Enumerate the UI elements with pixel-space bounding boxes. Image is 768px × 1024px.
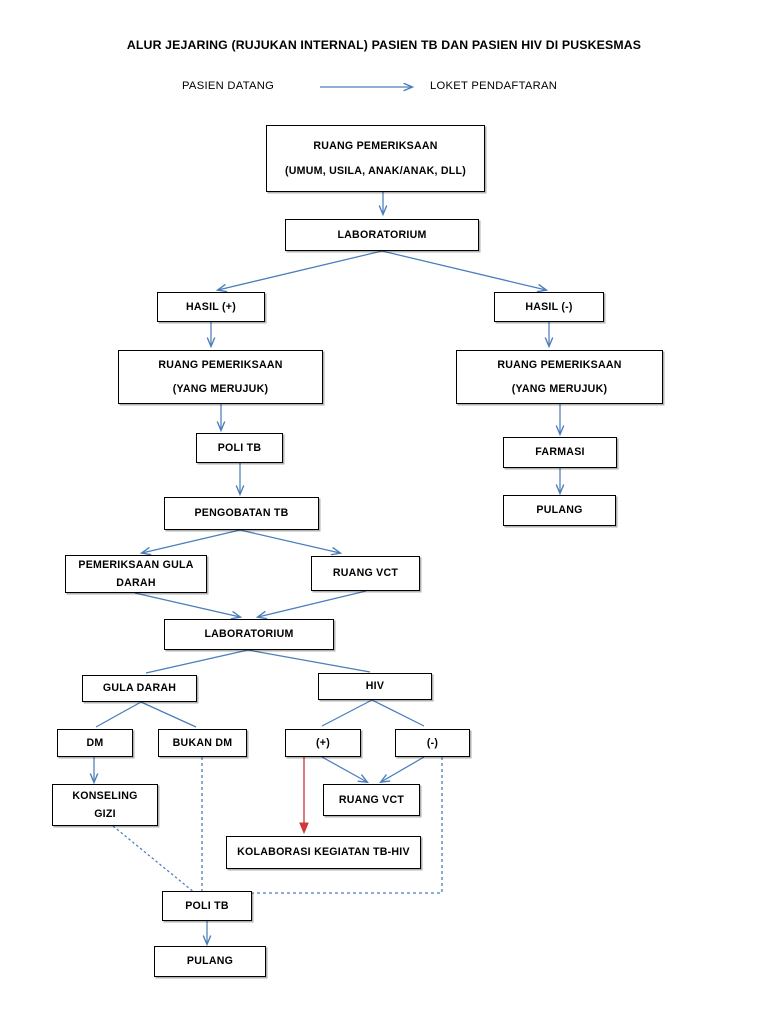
node-line1: PULANG	[186, 955, 234, 968]
node-line1: POLI TB	[217, 441, 262, 454]
node-laboratorium-1[interactable]: LABORATORIUM	[285, 219, 479, 251]
node-line1: (-)	[426, 736, 439, 749]
label-pasien-datang: PASIEN DATANG	[182, 80, 275, 92]
node-line1: LABORATORIUM	[337, 228, 427, 241]
node-ruang-vct-bawah[interactable]: RUANG VCT	[323, 784, 420, 816]
edge-pengobatantb-to-ruangvct	[239, 529, 340, 553]
node-line1: RUANG PEMERIKSAAN	[313, 140, 438, 153]
node-farmasi[interactable]: FARMASI	[503, 437, 617, 468]
node-konseling-gizi[interactable]: KONSELING GIZI	[52, 784, 158, 826]
node-line1: LABORATORIUM	[204, 628, 294, 641]
node-line2: (UMUM, USILA, ANAK/ANAK, DLL)	[284, 164, 467, 177]
node-pulang-bawah[interactable]: PULANG	[154, 946, 266, 977]
node-line1: RUANG PEMERIKSAAN	[158, 358, 283, 371]
node-line1: PEMERIKSAAN GULA	[78, 559, 194, 572]
edge-lab1-to-hasil-positif	[218, 250, 383, 290]
edge-guladarah-to-bukandm	[140, 701, 197, 728]
node-line1: RUANG PEMERIKSAAN	[497, 358, 622, 371]
node-pulang-kanan[interactable]: PULANG	[503, 495, 616, 526]
edge-lab2-to-hiv	[247, 649, 371, 673]
page-title: ALUR JEJARING (RUJUKAN INTERNAL) PASIEN …	[126, 38, 642, 52]
node-bukan-dm[interactable]: BUKAN DM	[158, 729, 247, 757]
node-line1: HIV	[365, 680, 385, 693]
node-hiv-positif[interactable]: (+)	[285, 729, 361, 757]
edge-hivpositif-to-ruangvctbawah	[321, 756, 367, 782]
node-pengobatan-tb[interactable]: PENGOBATAN TB	[164, 497, 319, 530]
node-line1: FARMASI	[535, 446, 585, 459]
node-line1: (+)	[316, 736, 330, 749]
edge-lab1-to-hasil-negatif	[381, 250, 546, 290]
node-ruang-vct-atas[interactable]: RUANG VCT	[311, 556, 420, 591]
edge-hiv-to-negatif	[371, 699, 425, 727]
node-gula-darah[interactable]: GULA DARAH	[82, 675, 197, 702]
edge-hiv-to-positif	[321, 699, 373, 727]
node-line2: (YANG MERUJUK)	[511, 383, 608, 395]
node-line1: POLI TB	[185, 899, 229, 912]
node-ruang-pemeriksaan-rujuk-kiri[interactable]: RUANG PEMERIKSAAN (YANG MERUJUK)	[118, 350, 323, 404]
node-hasil-positif[interactable]: HASIL (+)	[157, 292, 265, 322]
node-hiv-negatif[interactable]: (-)	[395, 729, 470, 757]
node-line1: BUKAN DM	[172, 736, 233, 749]
node-line1: RUANG VCT	[338, 793, 405, 806]
node-laboratorium-2[interactable]: LABORATORIUM	[164, 619, 334, 650]
node-line2: (YANG MERUJUK)	[172, 383, 269, 395]
edge-hivnegatif-to-politbbawah	[252, 757, 443, 894]
node-line1: PULANG	[536, 504, 583, 517]
label-loket-pendaftaran: LOKET PENDAFTARAN	[430, 80, 558, 92]
node-line1: KOLABORASI KEGIATAN TB-HIV	[237, 846, 410, 859]
node-line1: KONSELING	[72, 790, 138, 803]
node-poli-tb-bawah[interactable]: POLI TB	[162, 891, 252, 921]
edge-gula-to-lab2	[134, 592, 240, 617]
node-ruang-pemeriksaan-utama[interactable]: RUANG PEMERIKSAAN (UMUM, USILA, ANAK/ANA…	[266, 125, 485, 192]
edge-lab2-to-guladarah	[145, 649, 249, 674]
node-line2: GIZI	[94, 807, 116, 820]
node-hasil-negatif[interactable]: HASIL (-)	[494, 292, 604, 322]
edge-guladarah-to-dm	[95, 701, 142, 728]
edge-pengobatantb-to-gula	[142, 529, 241, 553]
node-dm[interactable]: DM	[57, 729, 133, 757]
node-kolaborasi-tb-hiv[interactable]: KOLABORASI KEGIATAN TB-HIV	[226, 836, 421, 869]
node-ruang-pemeriksaan-rujuk-kanan[interactable]: RUANG PEMERIKSAAN (YANG MERUJUK)	[456, 350, 663, 404]
node-hiv[interactable]: HIV	[318, 673, 432, 700]
edge-hivnegatif-to-ruangvctbawah	[381, 756, 425, 782]
edge-konselinggizi-to-politbbawah	[112, 825, 196, 894]
node-line1: HASIL (+)	[185, 300, 237, 313]
node-line1: GULA DARAH	[102, 682, 177, 695]
node-line1: PENGOBATAN TB	[194, 507, 289, 520]
edge-ruangvct-to-lab2	[258, 590, 367, 617]
node-line1: HASIL (-)	[525, 300, 573, 313]
node-line2: DARAH	[116, 576, 156, 589]
node-pemeriksaan-gula-darah[interactable]: PEMERIKSAAN GULA DARAH	[65, 555, 207, 593]
node-line1: RUANG VCT	[332, 567, 399, 580]
node-line1: DM	[86, 736, 104, 749]
node-poli-tb-atas[interactable]: POLI TB	[196, 433, 283, 463]
